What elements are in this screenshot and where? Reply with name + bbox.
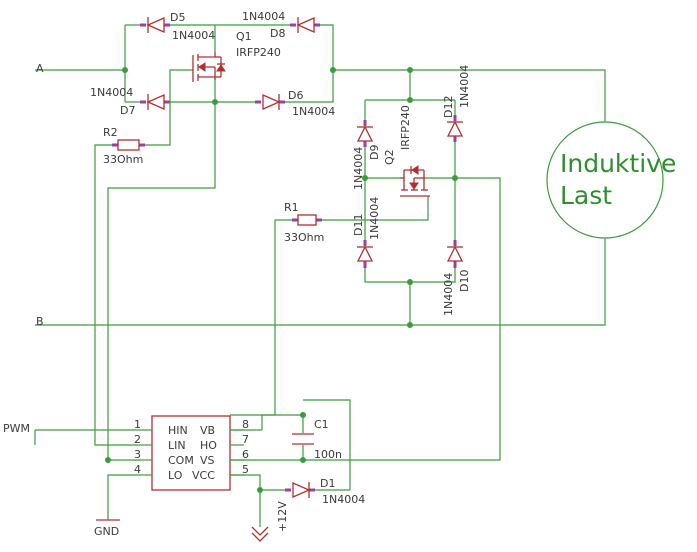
diode-d6: D6 1N4004 xyxy=(255,89,335,118)
ic-pin5-name: VCC xyxy=(192,469,215,482)
ic-pin7-num: 7 xyxy=(242,433,249,446)
ic-pin8-name: VB xyxy=(200,424,215,437)
net-label-a: A xyxy=(36,62,44,75)
ic-pin6-num: 6 xyxy=(242,448,249,461)
driver-ic: 1 2 3 4 HIN LIN COM LO 8 7 6 5 VB HO VS … xyxy=(134,415,249,491)
mosfet-q2: Q2 IRFP240 xyxy=(383,105,430,197)
q1-type: IRFP240 xyxy=(236,46,281,59)
r1-value: 33Ohm xyxy=(284,231,324,244)
gnd-label: GND xyxy=(94,525,119,538)
d11-type: 1N4004 xyxy=(368,197,381,240)
d9-type: 1N4004 xyxy=(352,147,365,190)
q1-name: Q1 xyxy=(236,30,252,43)
inductive-load: Induktive Last xyxy=(546,121,676,239)
d11-name: D11 xyxy=(352,214,365,236)
d1-type: 1N4004 xyxy=(322,493,365,506)
ic-pin7-name: HO xyxy=(200,439,217,452)
d8-name: D8 xyxy=(270,27,285,40)
c1-name: C1 xyxy=(314,418,329,431)
mosfet-q1: Q1 IRFP240 xyxy=(192,30,281,82)
ic-pin6-name: VS xyxy=(200,454,215,467)
d7-type: 1N4004 xyxy=(90,86,133,99)
resistor-r2: R2 33Ohm xyxy=(103,126,145,166)
r2-name: R2 xyxy=(103,126,118,139)
wires xyxy=(34,24,606,527)
ic-pin3-name: COM xyxy=(168,454,194,467)
ic-pin1-num: 1 xyxy=(134,418,141,431)
d12-name: D12 xyxy=(442,96,455,118)
ic-pin3-num: 3 xyxy=(134,448,141,461)
ic-pin8-num: 8 xyxy=(242,418,249,431)
d6-name: D6 xyxy=(288,89,303,102)
diode-d7: 1N4004 D7 xyxy=(90,86,170,117)
diode-d11: D11 1N4004 xyxy=(352,197,381,268)
supply-12v-symbol: +12V xyxy=(251,501,289,542)
diode-d1: D1 1N4004 xyxy=(285,477,365,506)
q2-name: Q2 xyxy=(383,149,396,165)
diode-d8: 1N4004 D8 xyxy=(242,10,320,40)
junctions xyxy=(105,67,458,493)
load-label-line2: Last xyxy=(560,181,612,210)
d10-type: 1N4004 xyxy=(442,273,455,316)
ic-pin2-num: 2 xyxy=(134,433,141,446)
diode-d12: D12 1N4004 xyxy=(442,65,471,142)
c1-value: 100n xyxy=(314,448,342,461)
r1-name: R1 xyxy=(284,201,299,214)
diode-d5: D5 1N4004 xyxy=(140,11,215,42)
r2-value: 33Ohm xyxy=(103,153,143,166)
capacitor-c1: C1 100n xyxy=(292,418,342,461)
ic-pin4-num: 4 xyxy=(134,463,141,476)
net-label-b: B xyxy=(36,315,44,328)
d7-name: D7 xyxy=(120,104,135,117)
net-label-pwm: PWM xyxy=(3,422,30,435)
diode-d10: 1N4004 D10 xyxy=(442,240,471,316)
ic-pin4-name: LO xyxy=(168,469,183,482)
load-label-line1: Induktive xyxy=(560,149,676,178)
ic-pin2-name: LIN xyxy=(168,439,186,452)
ic-pin5-num: 5 xyxy=(242,463,249,476)
d12-type: 1N4004 xyxy=(458,65,471,108)
d1-name: D1 xyxy=(320,477,335,490)
d6-type: 1N4004 xyxy=(292,105,335,118)
supply-12v-label: +12V xyxy=(276,501,289,532)
diode-d9: 1N4004 D9 xyxy=(352,120,381,190)
ic-pin1-name: HIN xyxy=(168,424,188,437)
ground-symbol: GND xyxy=(94,519,120,538)
d5-name: D5 xyxy=(170,11,185,24)
d8-type: 1N4004 xyxy=(242,10,285,23)
d5-type: 1N4004 xyxy=(172,29,215,42)
q2-type: IRFP240 xyxy=(399,105,412,150)
d10-name: D10 xyxy=(458,270,471,292)
resistor-r1: R1 33Ohm xyxy=(284,201,324,244)
d9-name: D9 xyxy=(368,145,381,160)
